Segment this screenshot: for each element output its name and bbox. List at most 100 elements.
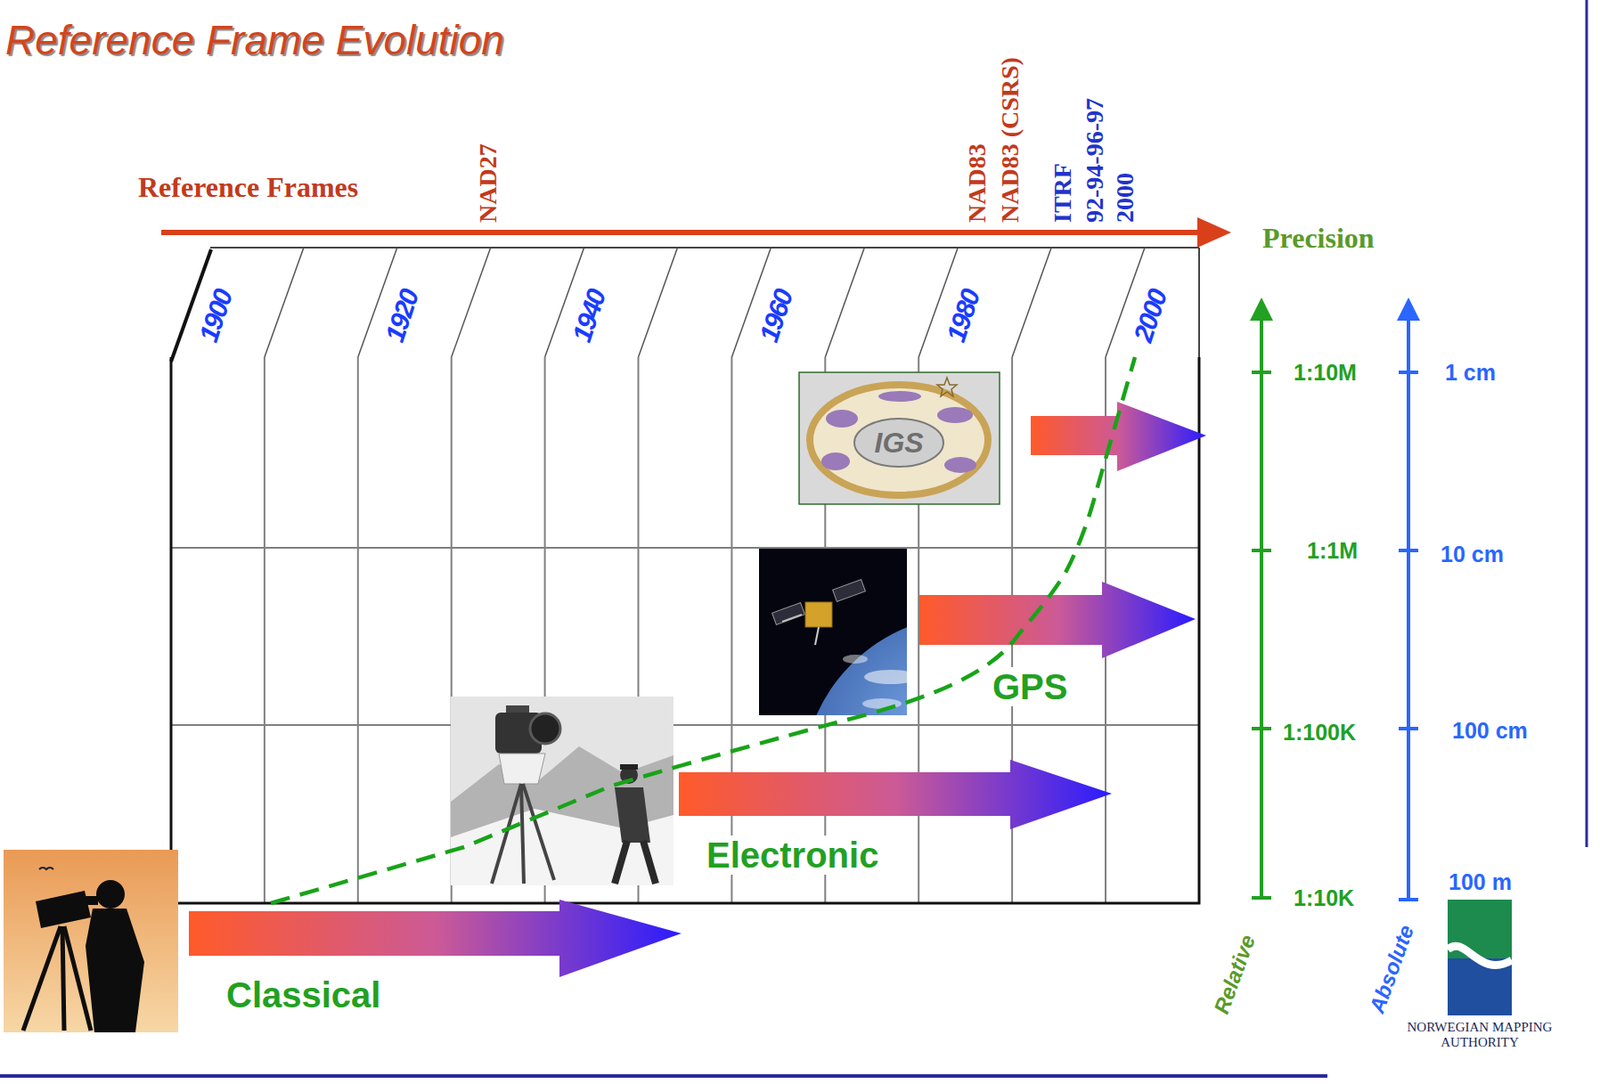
slide-rule [0, 1074, 1328, 1078]
electronic-photo [522, 783, 555, 881]
year-header [731, 247, 771, 358]
gps-satellite-photo [842, 654, 868, 664]
scale-label: 100 cm [1452, 719, 1528, 743]
classical-photo [3, 849, 179, 1033]
igs-logo [944, 457, 977, 474]
frame-label: NAD83 [964, 143, 990, 223]
electronic-photo [450, 696, 674, 886]
technology-label: Classical [226, 977, 381, 1013]
electronic-photo [614, 787, 651, 843]
classical-photo [85, 908, 145, 1033]
slide-rule [1585, 0, 1589, 848]
classical-photo [23, 926, 91, 1031]
time-grid [171, 546, 1200, 549]
electronic-photo [498, 753, 546, 784]
axis-name: Absolute [1365, 922, 1418, 1017]
scale-label: 1:10K [1293, 887, 1355, 910]
electronic-photo [450, 696, 674, 886]
igs-logo [937, 407, 973, 424]
relative-axis [1249, 297, 1274, 898]
gps-satellite-photo [832, 579, 866, 603]
year-header [1012, 247, 1052, 358]
electronic-photo [521, 783, 524, 884]
absolute-axis [1396, 297, 1421, 900]
electronic-photo [620, 764, 638, 770]
igs-logo [821, 452, 850, 471]
axis-name: Relative [1210, 932, 1259, 1018]
absolute-axis [1398, 726, 1419, 731]
year-header [171, 247, 1200, 362]
igs-logo [937, 377, 957, 397]
electronic-photo [530, 713, 561, 744]
nma-logo [1447, 899, 1512, 1016]
classical-photo [96, 880, 125, 909]
organisation-name: NORWEGIAN MAPPING AUTHORITY [1395, 1020, 1565, 1052]
axis-title: Reference Frames [138, 172, 359, 202]
electronic-photo [643, 840, 656, 884]
year-header [210, 246, 1200, 249]
frame-label: 92-94-96-97 [1082, 97, 1108, 223]
time-grid [357, 357, 360, 904]
relative-axis [1251, 726, 1272, 731]
precision-curve [270, 357, 1135, 904]
gps-satellite-photo [864, 669, 907, 685]
relative-axis [1251, 370, 1272, 375]
absolute-axis [1396, 297, 1421, 321]
scale-label: 1:1M [1306, 539, 1358, 563]
year-header [824, 247, 865, 358]
axis-title: Precision [1262, 223, 1375, 253]
scale-label: 1:10M [1293, 361, 1357, 384]
igs-logo [799, 372, 1000, 505]
electronic-photo [491, 783, 522, 884]
gps-satellite-photo [805, 602, 833, 628]
frame-label: ITRF [1050, 163, 1076, 223]
absolute-axis [1398, 548, 1419, 553]
year-label: 1940 [568, 286, 611, 345]
classical-photo [39, 867, 54, 870]
year-label: 1920 [381, 286, 424, 345]
year-header [918, 247, 958, 358]
classical-photo [35, 890, 91, 929]
relative-axis [1251, 896, 1272, 900]
year-label: 1900 [195, 286, 237, 345]
time-grid [730, 357, 733, 904]
gps-satellite-photo [801, 614, 907, 716]
year-header [1105, 247, 1145, 358]
year-header [264, 247, 304, 358]
igs-logo [799, 372, 1000, 505]
scale-label: 100 m [1448, 871, 1512, 894]
year-header [451, 247, 491, 358]
year-header [358, 247, 398, 358]
year-header [1198, 247, 1200, 358]
igs-logo [809, 384, 988, 496]
classical-photo [62, 926, 65, 1031]
absolute-axis [1398, 897, 1419, 902]
igs-logo [878, 391, 922, 402]
time-grid [171, 724, 1200, 727]
nma-logo [1447, 946, 1512, 965]
classical-photo [64, 926, 91, 1031]
scale-label: 1 cm [1444, 361, 1496, 384]
frame-label: NAD27 [475, 143, 501, 223]
absolute-axis [1398, 370, 1419, 375]
electronic-photo [450, 746, 674, 886]
frame-label: 2000 [1112, 172, 1138, 223]
year-header [545, 247, 585, 358]
technology-arrows [678, 759, 1112, 830]
technology-label: GPS [988, 667, 1071, 707]
electronic-photo [614, 840, 628, 884]
year-header [638, 247, 678, 358]
scale-label: 1:100K [1282, 721, 1356, 744]
frames-axis [1197, 217, 1232, 248]
technology-arrows [188, 401, 1207, 978]
gps-satellite-photo [772, 603, 806, 626]
frame-label: NAD83 (CSRS) [997, 57, 1023, 223]
frames-axis [161, 229, 1203, 236]
scale-label: 10 cm [1440, 543, 1504, 566]
slide-title: Reference Frame Evolution [5, 17, 505, 64]
technology-arrows [188, 899, 682, 978]
time-grid [263, 357, 266, 904]
